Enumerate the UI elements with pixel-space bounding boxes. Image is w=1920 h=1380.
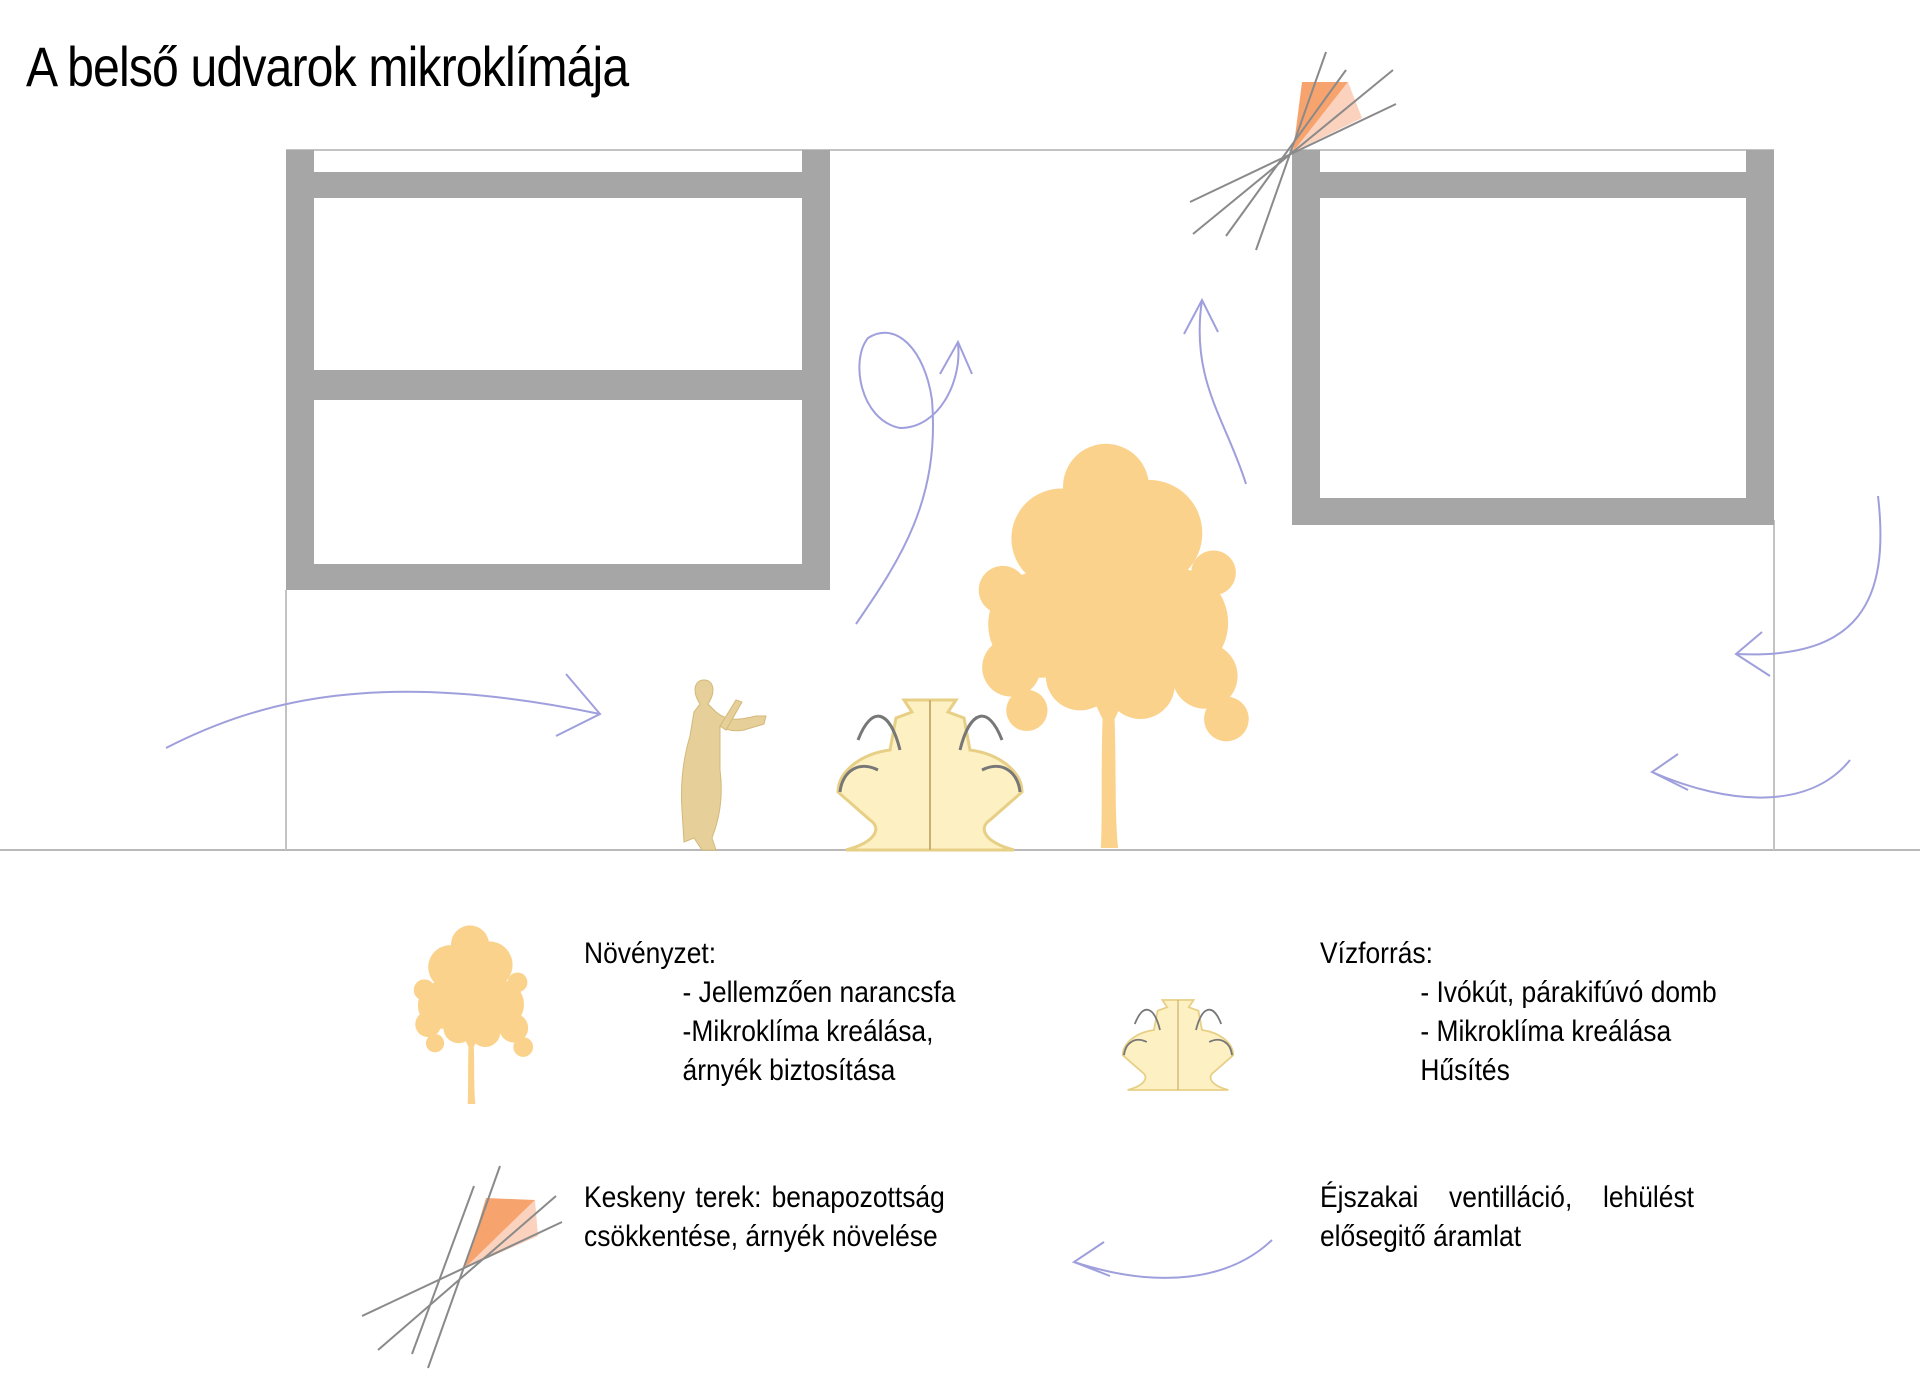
legend-water-line: Hűsítés	[1420, 1054, 1510, 1087]
legend-word: ventilláció,	[1449, 1181, 1573, 1214]
left-building-section	[286, 150, 830, 590]
legend-water: Vízforrás: - Ivókút, párakifúvó domb - M…	[1320, 934, 1717, 1090]
right-building-section	[1292, 150, 1774, 525]
legend-narrow-line: csökkentése, árnyék növelése	[584, 1220, 938, 1253]
legend-water-heading: Vízforrás:	[1320, 937, 1433, 970]
legend-vegetation: Növényzet: - Jellemzően narancsfa -Mikro…	[584, 934, 955, 1090]
legend-vegetation-line: - Jellemzően narancsfa	[682, 976, 956, 1009]
legend-water-line: - Mikroklíma kreálása	[1420, 1015, 1672, 1048]
wind-arrow-icon	[1183, 297, 1247, 485]
legend-vegetation-line: -Mikroklíma kreálása,	[682, 1015, 934, 1048]
legend-water-line: - Ivókút, párakifúvó domb	[1420, 976, 1717, 1009]
legend-narrow-spaces: Keskeny terek: benapozottság csökkentése…	[584, 1178, 945, 1256]
legend-vegetation-line: árnyék biztosítása	[682, 1054, 896, 1087]
wind-arrow-icon	[1071, 1239, 1273, 1279]
courtyard-outline	[285, 149, 1775, 850]
wind-arrow-icon	[1734, 495, 1882, 677]
sun-angle-icon	[361, 1165, 563, 1369]
fountain-icon	[1121, 999, 1235, 1091]
page-title: A belső udvarok mikroklímája	[26, 35, 629, 98]
legend-narrow-line: Keskeny terek: benapozottság	[584, 1178, 945, 1217]
wind-arrow-icon	[165, 673, 602, 749]
sun-angle-icon	[1189, 51, 1397, 251]
human-figure-icon	[681, 679, 767, 851]
legend-word: Keskeny	[584, 1181, 686, 1214]
legend-word: benapozottság	[771, 1181, 945, 1214]
legend-word: Éjszakai	[1320, 1181, 1419, 1214]
legend-night-line: elősegitő áramlat	[1320, 1220, 1522, 1253]
tree-icon	[413, 925, 534, 1104]
wind-arrow-icon	[855, 331, 973, 625]
legend-vegetation-heading: Növényzet:	[584, 937, 717, 970]
legend-word: terek:	[695, 1181, 762, 1214]
wind-arrow-icon	[1650, 753, 1851, 799]
legend-night-ventilation: Éjszakai ventilláció, lehülést elősegitő…	[1320, 1178, 1694, 1256]
legend-night-line: Éjszakai ventilláció, lehülést	[1320, 1178, 1694, 1217]
legend-word: lehülést	[1602, 1181, 1694, 1214]
fountain-icon	[836, 698, 1024, 852]
